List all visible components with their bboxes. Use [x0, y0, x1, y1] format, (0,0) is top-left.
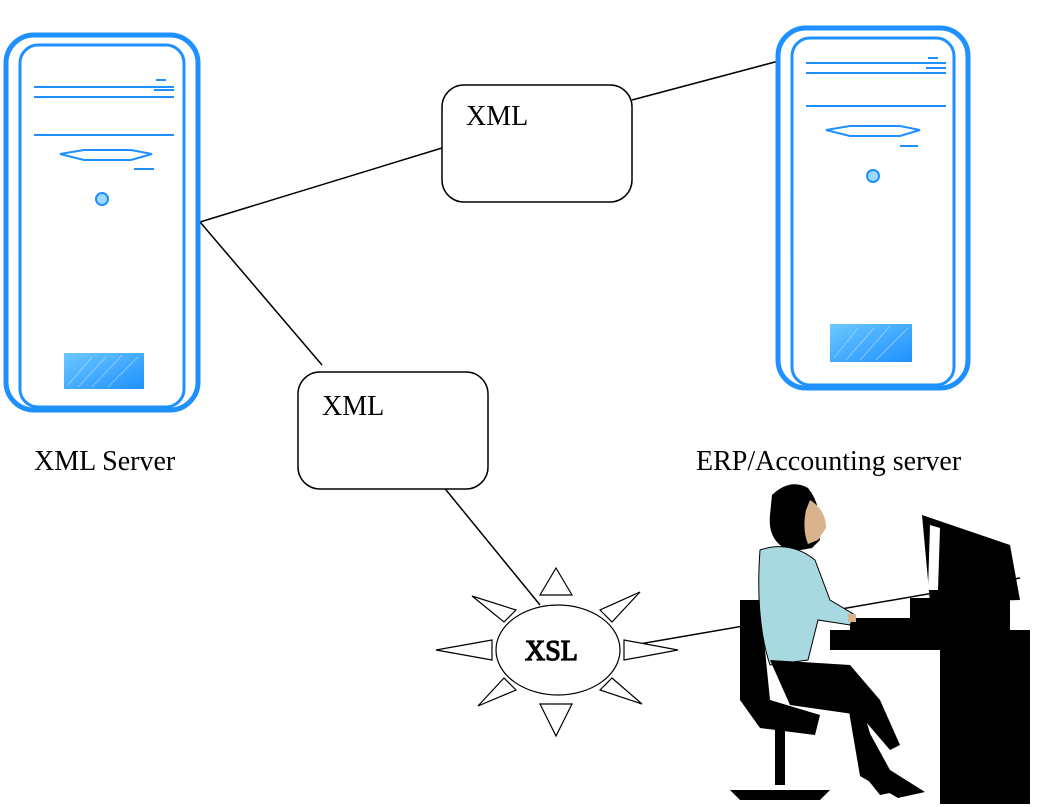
xsl-ellipse [495, 604, 621, 696]
person-at-computer-icon [730, 484, 1030, 804]
server-tower-icon [3, 32, 201, 413]
sun-starburst-icon: XSL [435, 566, 679, 738]
erp-server-label: ERP/Accounting server [696, 446, 962, 477]
xml-box-bottom-label: XML [322, 391, 384, 422]
xml-document-box-top: XML [441, 84, 633, 203]
connector-server-to-bottom-xml [199, 221, 323, 366]
connector-bottom-xml-to-xsl [441, 484, 541, 606]
connector-top-xml-to-erp [631, 57, 791, 101]
server-tower-icon [775, 25, 971, 391]
connector-server-to-top-xml [199, 147, 443, 223]
xsl-label: XSL [525, 636, 578, 667]
xml-box-top-label: XML [466, 101, 528, 132]
xml-document-box-bottom: XML [297, 371, 489, 490]
xml-server-label: XML Server [34, 446, 176, 477]
